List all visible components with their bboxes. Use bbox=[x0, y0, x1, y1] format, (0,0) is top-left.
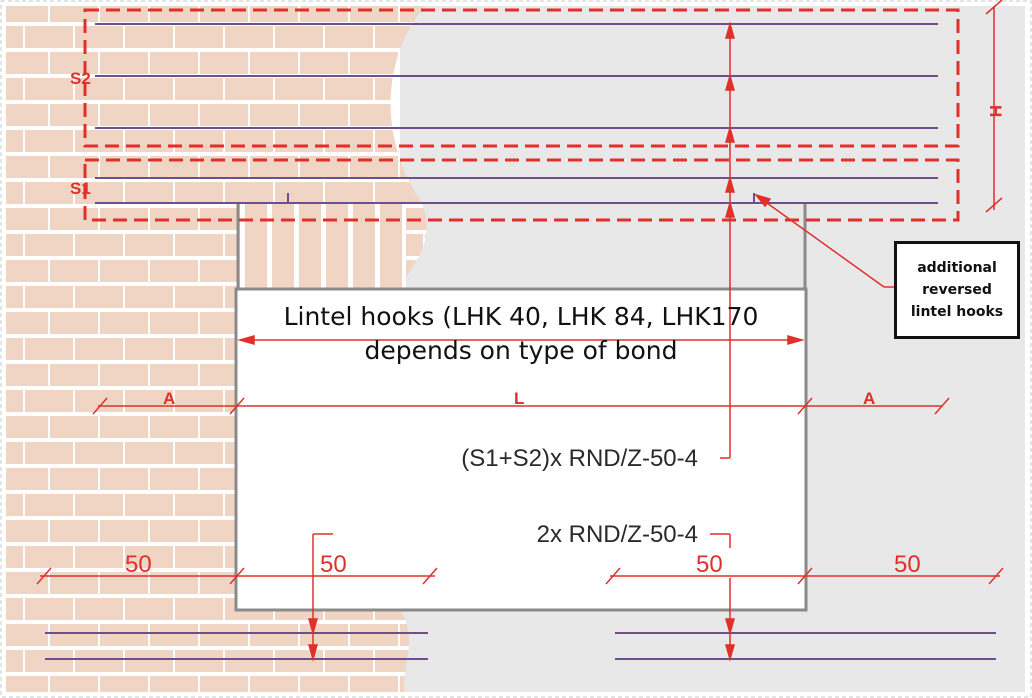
dimension-h bbox=[985, 0, 1003, 213]
rebar-leader-bottom bbox=[710, 533, 735, 662]
callout-line3: lintel hooks bbox=[910, 304, 1004, 320]
dimension-a-l-a bbox=[92, 397, 950, 415]
rebar-label-bottom: 2x RND/Z-50-4 bbox=[537, 521, 698, 548]
left-bottom-leader bbox=[308, 533, 333, 662]
callout-line1: additional bbox=[917, 260, 997, 276]
rebar-leader-top bbox=[720, 21, 735, 459]
label-h: H bbox=[986, 105, 1005, 117]
lintel-hooks-note-line2: depends on type of bond bbox=[364, 336, 678, 365]
bed-joint-reinforcement bbox=[45, 23, 996, 660]
hook-span-arrow bbox=[237, 335, 805, 345]
soldier-course bbox=[238, 204, 406, 290]
dimension-50-left bbox=[36, 567, 438, 585]
rebar-label-top: (S1+S2)x RND/Z-50-4 bbox=[461, 445, 698, 472]
label-50-1: 50 bbox=[125, 551, 152, 578]
label-50-4: 50 bbox=[894, 551, 921, 578]
lintel-hooks-note: Lintel hooks (LHK 40, LHK 84, LHK170 dep… bbox=[238, 300, 804, 368]
label-l: L bbox=[514, 389, 524, 408]
callout-reversed-hooks: additional reversed lintel hooks bbox=[894, 241, 1020, 339]
label-50-3: 50 bbox=[696, 551, 723, 578]
lintel-hooks-note-line1: Lintel hooks (LHK 40, LHK 84, LHK170 bbox=[283, 302, 759, 331]
zone-s1 bbox=[83, 158, 960, 222]
label-s1: S1 bbox=[70, 179, 91, 198]
label-50-2: 50 bbox=[320, 551, 347, 578]
lintel-beam bbox=[234, 287, 808, 612]
dimension-50-right bbox=[605, 567, 1004, 585]
callout-leader bbox=[753, 193, 894, 288]
callout-line2: reversed bbox=[922, 282, 992, 298]
label-a-left: A bbox=[163, 389, 175, 408]
label-s2: S2 bbox=[70, 69, 91, 88]
label-a-right: A bbox=[863, 389, 875, 408]
